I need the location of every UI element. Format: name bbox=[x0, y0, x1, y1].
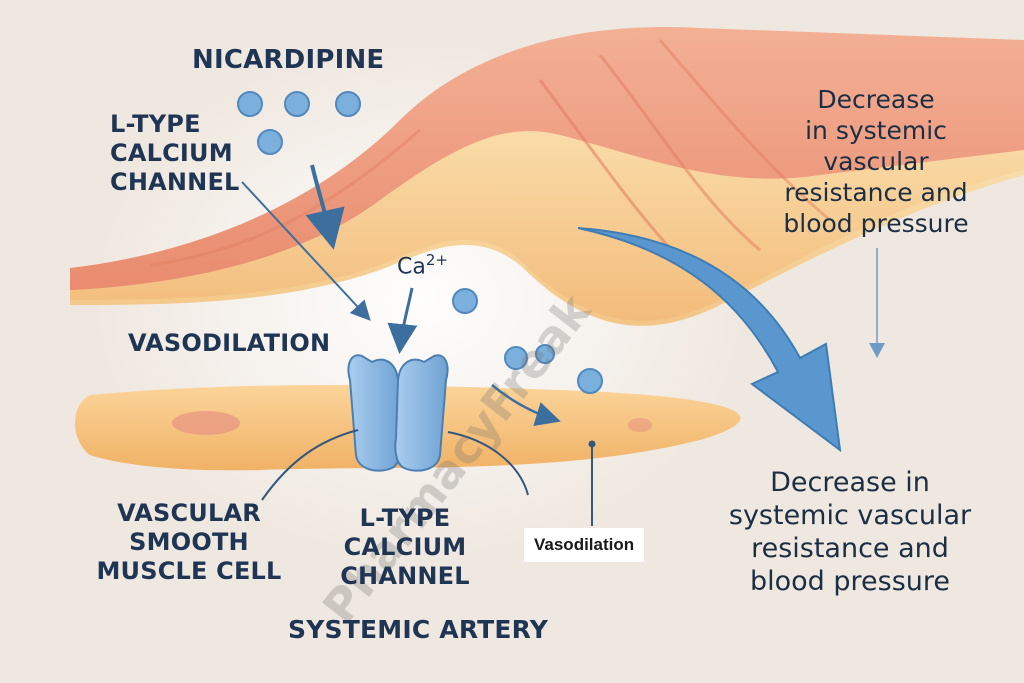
channel-label-top-line: CALCIUM bbox=[110, 139, 233, 167]
calcium-ion bbox=[535, 344, 555, 364]
ion-symbol: Ca bbox=[397, 254, 426, 280]
ion-charge: 2+ bbox=[425, 251, 448, 269]
outcome-top-line: in systemic bbox=[805, 116, 947, 145]
channel-bottom-pointer-line bbox=[447, 431, 529, 496]
vsmc-label: VASCULAR SMOOTH MUSCLE CELL bbox=[94, 499, 284, 586]
artery-wall-inner bbox=[70, 131, 1024, 326]
nicardipine-molecule bbox=[335, 91, 361, 117]
cell-nucleus bbox=[172, 411, 240, 435]
artery-fiber bbox=[149, 128, 421, 267]
outcome-bottom-line: systemic vascular bbox=[728, 500, 972, 531]
outcome-connector-head bbox=[869, 343, 885, 358]
channel-label-top: L-TYPE CALCIUM CHANNEL bbox=[110, 110, 240, 197]
vsmc-label-line: SMOOTH bbox=[129, 528, 249, 556]
nicardipine-molecule bbox=[284, 91, 310, 117]
outcome-top-line: Decrease bbox=[817, 85, 935, 114]
channel-label-bottom: L-TYPE CALCIUM CHANNEL bbox=[330, 504, 480, 591]
nicardipine-molecule bbox=[257, 129, 283, 155]
channel-label-bottom-line: CALCIUM bbox=[343, 533, 467, 561]
ion-flow-arrow bbox=[491, 384, 561, 427]
systemic-artery-label: SYSTEMIC ARTERY bbox=[288, 615, 549, 644]
drug-name-label: NICARDIPINE bbox=[192, 45, 385, 75]
vsmc-label-line: MUSCLE CELL bbox=[96, 557, 282, 585]
calcium-ion bbox=[452, 288, 478, 314]
outcome-label-top: Decrease in systemic vascular resistance… bbox=[764, 84, 988, 239]
outcome-top-line: blood pressure bbox=[783, 209, 969, 238]
outcome-bottom-line: Decrease in bbox=[770, 467, 930, 498]
calcium-channel-left-half bbox=[347, 354, 402, 472]
outcome-bottom-line: resistance and bbox=[751, 533, 949, 564]
ion-influx-arrow bbox=[387, 287, 418, 354]
vasodilation-caps-label: VASODILATION bbox=[128, 329, 331, 357]
channel-label-bottom-line: L-TYPE bbox=[359, 504, 451, 532]
calcium-ion bbox=[577, 368, 603, 394]
effect-arrow bbox=[577, 227, 842, 453]
cell-nucleus bbox=[628, 418, 652, 432]
drug-arrow bbox=[305, 164, 345, 250]
calcium-channel-right-half bbox=[394, 354, 449, 472]
calcium-ion bbox=[504, 346, 528, 370]
channel-pointer-line bbox=[241, 181, 371, 321]
channel-label-top-line: L-TYPE bbox=[110, 110, 201, 138]
channel-label-bottom-line: CHANNEL bbox=[340, 562, 470, 590]
nicardipine-molecule bbox=[237, 91, 263, 117]
artery-fiber bbox=[598, 54, 761, 252]
outcome-bottom-line: blood pressure bbox=[749, 566, 951, 597]
outcome-top-line: resistance and bbox=[784, 178, 968, 207]
artery-fiber bbox=[658, 39, 831, 222]
vsmc-label-line: VASCULAR bbox=[117, 499, 261, 527]
vasodilation-pointer-dot bbox=[588, 440, 596, 448]
outcome-top-line: vascular bbox=[823, 147, 929, 176]
vasodilation-tag: Vasodilation bbox=[524, 528, 645, 562]
calcium-ion-label: Ca2+ bbox=[397, 251, 448, 279]
channel-label-top-line: CHANNEL bbox=[110, 168, 240, 196]
outcome-label-bottom: Decrease in systemic vascular resistance… bbox=[700, 466, 1000, 598]
vsmc-pointer-line bbox=[261, 429, 359, 501]
